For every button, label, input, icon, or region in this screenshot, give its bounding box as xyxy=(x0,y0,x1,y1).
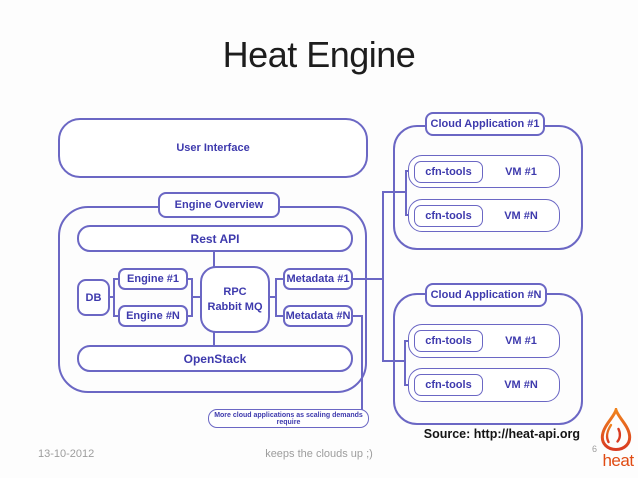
openstack-label: OpenStack xyxy=(183,351,247,366)
db-box: DB xyxy=(77,279,110,316)
rest-api-box: Rest API xyxy=(77,225,353,252)
connector-engine1-stub xyxy=(188,278,193,280)
connector-left-stub-bottom xyxy=(113,315,118,317)
openstack-box: OpenStack xyxy=(77,345,353,372)
cloud-app-n-container xyxy=(393,293,583,425)
engine-1-label: Engine #1 xyxy=(127,273,179,285)
connector-metadatan-stub xyxy=(275,315,283,317)
slide-title: Heat Engine xyxy=(222,34,416,75)
connector-metadatan-down xyxy=(361,315,363,410)
cfn-tools-box: cfn-tools xyxy=(414,374,483,396)
rpc-label-line1: RPC xyxy=(223,285,247,298)
connector-mid-right-bracket xyxy=(275,278,277,317)
rpc-box: RPC Rabbit MQ xyxy=(200,266,270,333)
connector-metadatan-out xyxy=(353,315,363,317)
cloud-app-1-label-box: Cloud Application #1 xyxy=(425,112,545,136)
connector-main-vertical xyxy=(382,191,384,362)
connector-to-rpc-left xyxy=(191,296,200,298)
cfn-tools-label: cfn-tools xyxy=(425,209,472,222)
cfn-tools-label: cfn-tools xyxy=(425,165,472,178)
connector-left-bracket xyxy=(113,278,115,317)
source-text: Source: http://heat-api.org xyxy=(423,427,580,441)
engine-overview-label-box: Engine Overview xyxy=(158,192,280,218)
connector-can-bracket xyxy=(404,340,406,386)
vm-label: VM #1 xyxy=(505,335,537,347)
cfn-tools-box: cfn-tools xyxy=(414,330,483,352)
db-label: DB xyxy=(85,291,102,304)
metadata-n-box: Metadata #N xyxy=(283,305,353,327)
metadata-1-box: Metadata #1 xyxy=(283,268,353,290)
connector-left-stub-top xyxy=(113,278,118,280)
rest-api-label: Rest API xyxy=(190,231,240,246)
footer-date: 13-10-2012 xyxy=(38,448,95,460)
engine-n-label: Engine #N xyxy=(126,310,180,322)
connector-rpc-right xyxy=(270,296,277,298)
flame-icon xyxy=(600,404,632,452)
rpc-label-line2: Rabbit MQ xyxy=(207,300,263,313)
cfn-tools-box: cfn-tools xyxy=(414,204,483,227)
cfn-tools-label: cfn-tools xyxy=(425,335,472,347)
cloud-app-n-label: Cloud Application #N xyxy=(430,289,542,301)
vm-row: cfn-tools VM #1 xyxy=(408,155,560,188)
metadata-1-label: Metadata #1 xyxy=(286,273,350,285)
connector-restapi-rpc xyxy=(213,252,215,267)
engine-overview-label: Engine Overview xyxy=(174,199,264,211)
user-interface-label: User Interface xyxy=(176,142,250,154)
engine-1-box: Engine #1 xyxy=(118,268,188,290)
cloud-app-1-label: Cloud Application #1 xyxy=(430,118,540,130)
metadata-n-label: Metadata #N xyxy=(285,310,351,322)
page-number: 6 xyxy=(592,444,598,454)
vm-label: VM #N xyxy=(504,379,538,391)
note-box: More cloud applications as scaling deman… xyxy=(208,409,369,428)
vm-row: cfn-tools VM #N xyxy=(408,199,560,232)
vm-label: VM #1 xyxy=(505,165,537,178)
note-label: More cloud applications as scaling deman… xyxy=(214,411,363,426)
connector-db-stub xyxy=(110,296,114,298)
cloud-app-n-label-box: Cloud Application #N xyxy=(425,283,547,307)
footer-tagline: keeps the clouds up ;) xyxy=(265,448,373,460)
cfn-tools-box: cfn-tools xyxy=(414,160,483,183)
connector-rpc-openstack xyxy=(213,332,215,346)
connector-metadata1-out xyxy=(353,278,383,280)
connector-metadata1-stub xyxy=(275,278,283,280)
engine-n-box: Engine #N xyxy=(118,305,188,327)
connector-enginen-stub xyxy=(188,315,193,317)
cfn-tools-label: cfn-tools xyxy=(425,379,472,391)
user-interface-box: User Interface xyxy=(58,118,368,178)
vm-row: cfn-tools VM #N xyxy=(408,368,560,402)
connector-ca1-bracket xyxy=(405,170,407,216)
vm-row: cfn-tools VM #1 xyxy=(408,324,560,358)
vm-label: VM #N xyxy=(504,209,538,222)
heat-logo-text: heat xyxy=(602,451,634,470)
heat-logo: heat xyxy=(597,404,638,472)
